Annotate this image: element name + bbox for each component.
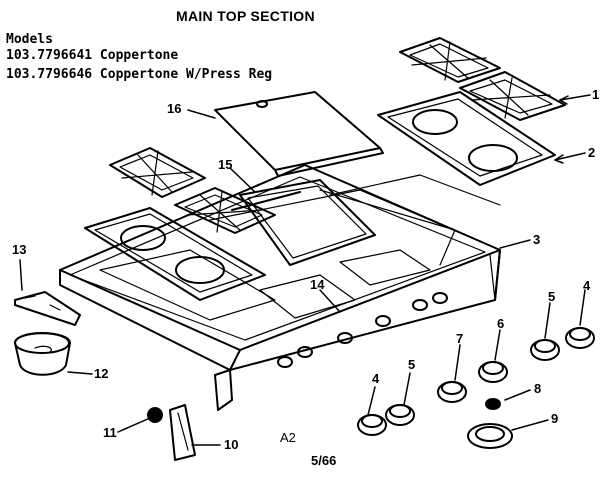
callout-5-right: 5 [548,289,556,304]
fitting-part-8 [485,398,501,410]
diagram-code: A2 [280,430,296,445]
callout-leaders [19,94,591,446]
burner-pan-right [377,91,556,186]
callout-4-left: 4 [372,371,380,386]
main-top-frame [59,164,501,411]
callout-9: 9 [551,411,559,426]
callout-15: 15 [218,157,233,172]
callout-16: 16 [167,101,182,116]
callout-14: 14 [310,277,325,292]
callout-8: 8 [534,381,542,396]
model-number-1: 103.7796641 Coppertone [6,48,179,63]
knobs [357,327,595,436]
grates-left [109,147,276,234]
callout-12: 12 [94,366,109,381]
callout-6: 6 [497,316,505,331]
callout-2: 2 [588,145,596,160]
callout-1: 1 [592,87,600,102]
models-heading: Models [6,32,53,47]
diagram-title: MAIN TOP SECTION [176,8,315,24]
cover-panel [214,91,384,177]
callout-11: 11 [103,425,117,440]
callout-10: 10 [224,437,239,452]
page-reference: 5/66 [311,453,337,468]
model-number-2: 103.7796646 Coppertone W/Press Reg [6,67,273,82]
callout-13: 13 [12,242,27,257]
bracket-part-13 [14,291,81,326]
callout-4-right: 4 [583,278,591,293]
center-griddle-frame [231,179,376,266]
callout-5-left: 5 [408,357,416,372]
wedge-part-10 [169,404,196,461]
bowl-part-12 [14,332,71,376]
burner-pan-left [84,207,266,301]
grates-top-right [399,37,566,121]
ball-part-11 [147,407,163,423]
callout-7: 7 [456,331,464,346]
callout-3: 3 [533,232,541,247]
ring-part-9 [467,423,513,449]
